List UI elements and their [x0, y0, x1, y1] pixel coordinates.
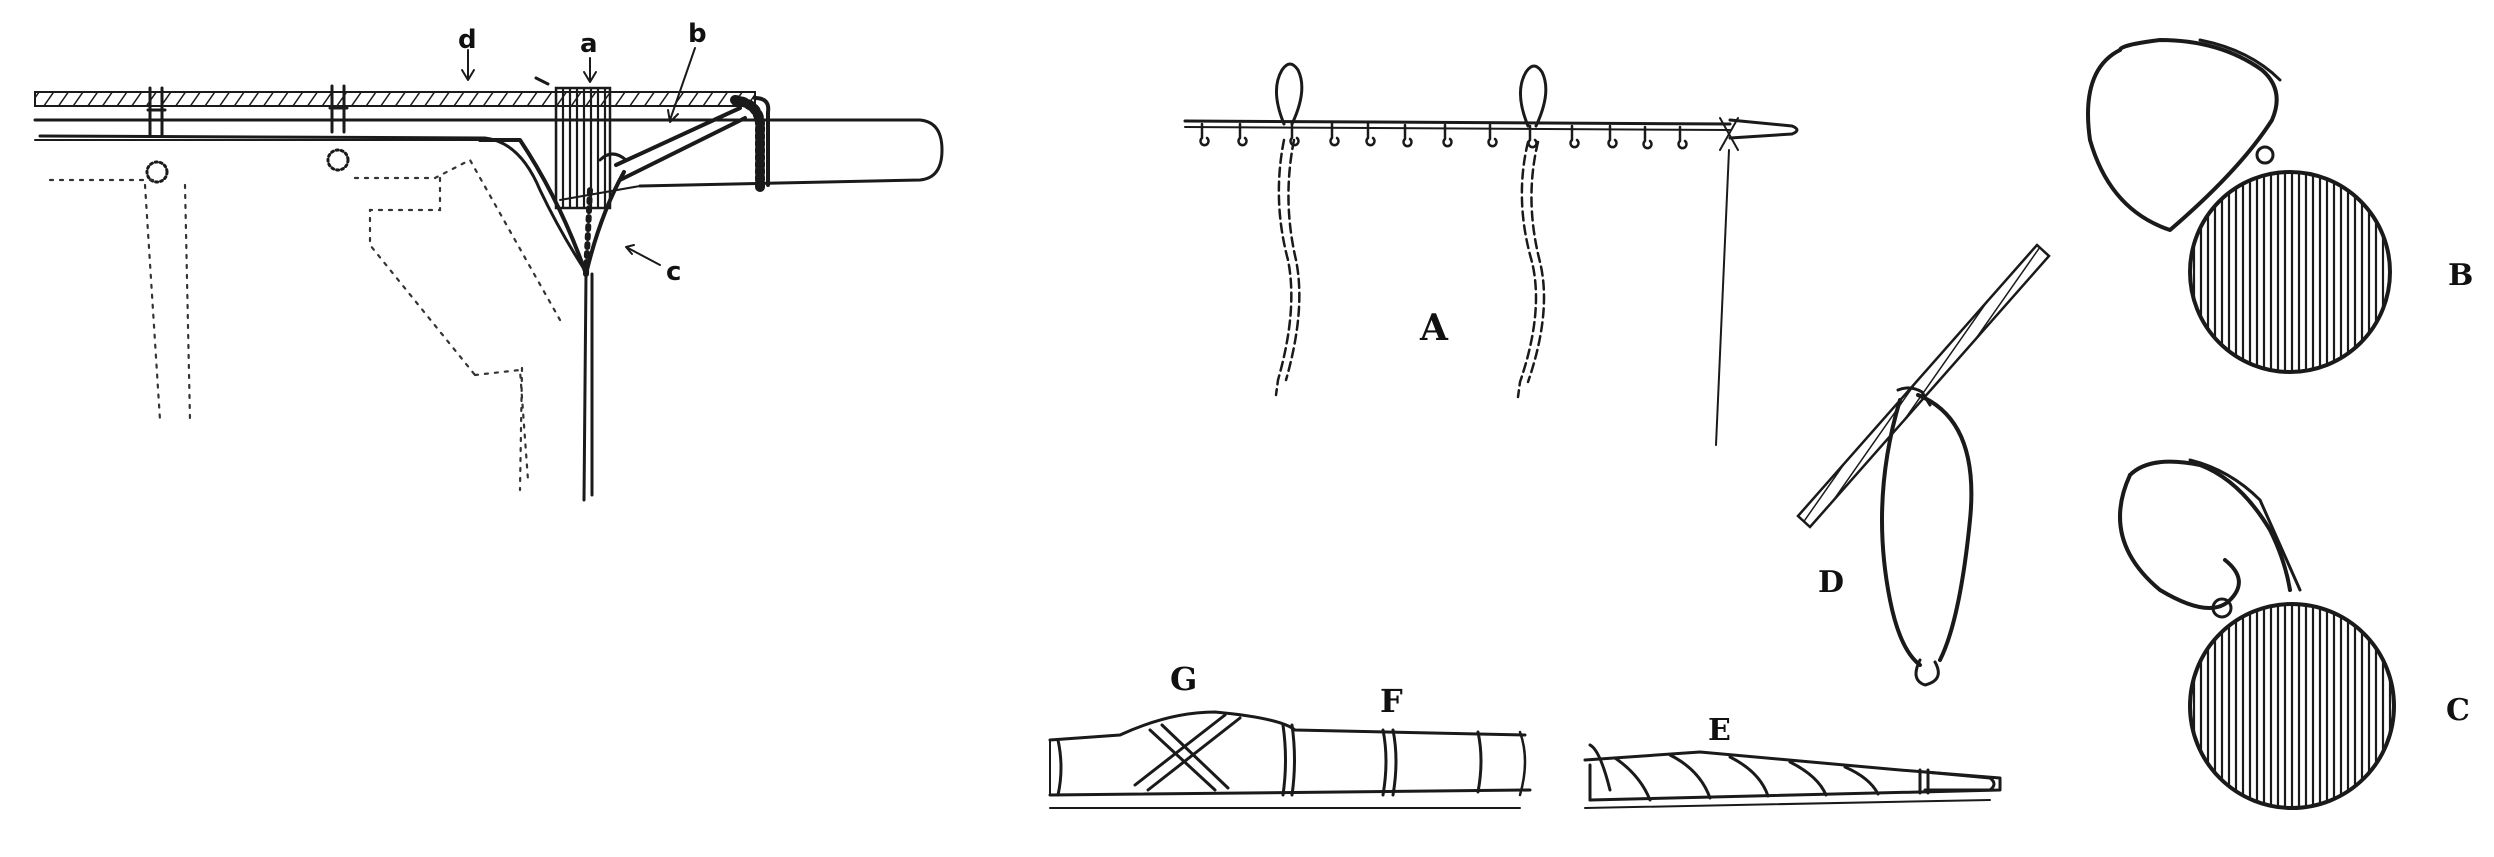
diagonal-rope — [1796, 243, 2051, 529]
figure-d-rope-loop: D — [1796, 243, 2051, 687]
head-bolt-rope — [38, 134, 588, 274]
seizing-bands — [1281, 723, 1483, 797]
figure-g-f-served-spar: G F — [1048, 660, 1532, 809]
yard-arm-earing-figure: d a b c — [33, 19, 944, 502]
cross-lashing — [1133, 713, 1242, 792]
letter-leaders — [461, 47, 696, 266]
label-C: C — [2446, 693, 2470, 728]
label-A: A — [1419, 307, 1449, 349]
label-G: G — [1170, 660, 1197, 698]
disc-b — [2188, 170, 2392, 374]
figure-e-tapered-whipping: E — [1583, 713, 2002, 809]
whipping-turns — [1588, 743, 1880, 802]
label-B: B — [2448, 258, 2473, 293]
seizing-hooks — [1199, 122, 1688, 150]
cringle-legs — [598, 106, 747, 182]
roband-loops — [1274, 62, 1548, 399]
roband-ties — [145, 84, 350, 184]
disc-c — [2188, 602, 2396, 810]
label-b: b — [688, 19, 707, 49]
label-D: D — [1818, 565, 1844, 600]
figure-c-grommet: C — [2118, 458, 2470, 810]
figure-b-grommet: B — [2086, 38, 2473, 374]
earing-turns — [534, 76, 612, 210]
label-d: d — [458, 25, 477, 55]
yard-spar — [33, 118, 944, 201]
label-F: F — [1380, 682, 1403, 720]
label-c: c — [666, 257, 681, 287]
cringle-patch — [478, 138, 626, 502]
label-E: E — [1708, 713, 1731, 748]
sail-outline-dotted — [48, 158, 562, 492]
label-a: a — [580, 29, 598, 59]
figure-a-jackstay: A — [1183, 62, 1799, 446]
